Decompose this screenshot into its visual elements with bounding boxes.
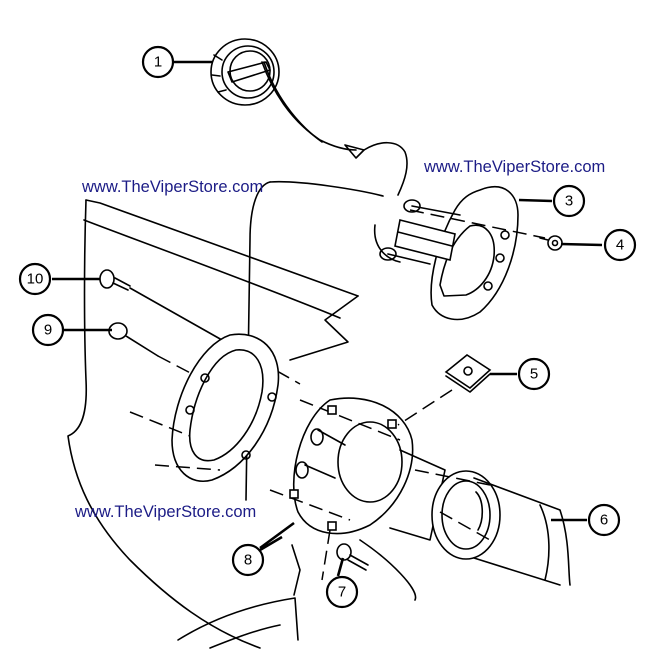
leader-4 [560,242,603,247]
leader-7 [336,557,345,577]
callout-number: 10 [27,271,44,288]
callout-1: 1 [141,45,175,79]
callout-7: 7 [325,575,359,609]
filler-housing [269,397,446,601]
leader-3 [518,198,553,203]
quarter-panel [67,180,384,649]
callout-number: 8 [244,552,252,569]
callout-number: 6 [600,512,608,529]
callout-3: 3 [552,184,586,218]
callout-8: 8 [231,543,265,577]
callout-5: 5 [517,357,551,391]
callout-9: 9 [31,313,65,347]
callout-10: 10 [18,262,52,296]
leader-8 [259,521,295,552]
watermark-top-right: www.TheViperStore.com [424,158,606,176]
filler-neck-tube [414,469,571,586]
housing-screw [336,543,369,571]
callout-number: 7 [338,584,346,601]
callout-6: 6 [587,503,621,537]
fuel-filler-door [374,186,519,321]
callout-number: 4 [616,237,624,254]
u-nut-clip [397,354,492,426]
mounting-ring [129,333,280,482]
callout-number: 5 [530,366,538,383]
callout-4: 4 [603,228,637,262]
callout-number: 9 [44,322,52,339]
panel-screw [99,269,301,385]
fuel-cap [210,38,408,196]
callout-number: 3 [565,193,573,210]
plug-grommet [108,322,201,379]
watermark-bottom-left: www.TheViperStore.com [75,503,257,521]
callout-number: 1 [154,54,162,71]
watermark-top-left: www.TheViperStore.com [82,178,264,196]
